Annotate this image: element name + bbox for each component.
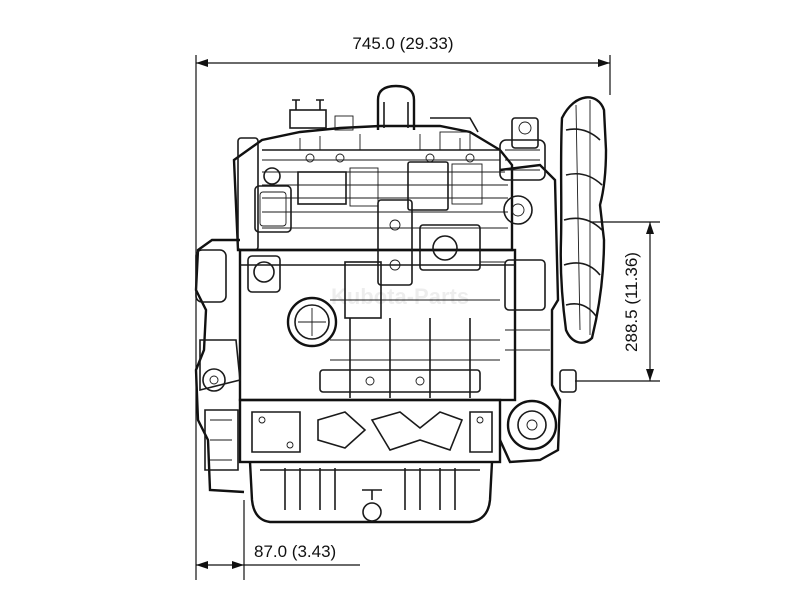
oil-pan bbox=[238, 398, 502, 524]
watermark: Kubota-Parts bbox=[331, 284, 469, 309]
flywheel-housing bbox=[194, 238, 245, 494]
width-dimension-label: 745.0 (29.33) bbox=[352, 34, 453, 53]
base-offset-label: 87.0 (3.43) bbox=[254, 542, 336, 561]
timing-cover bbox=[498, 139, 577, 464]
top-fittings bbox=[289, 84, 539, 151]
height-dimension: 288.5 (11.36) bbox=[575, 221, 660, 382]
width-dimension: 745.0 (29.33) bbox=[195, 34, 611, 580]
engine-drawing bbox=[194, 84, 608, 524]
height-dimension-label: 288.5 (11.36) bbox=[622, 252, 641, 352]
cooling-fan bbox=[559, 96, 608, 344]
base-offset-dimension: 87.0 (3.43) bbox=[196, 500, 360, 580]
